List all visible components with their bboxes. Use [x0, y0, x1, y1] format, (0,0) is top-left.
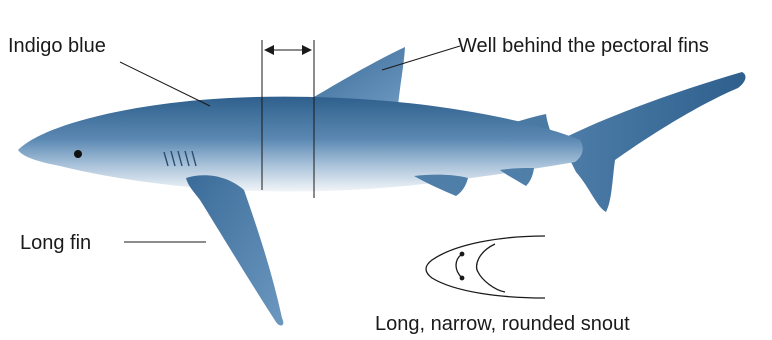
anal-fin [500, 168, 534, 186]
label-indigo-blue: Indigo blue [8, 36, 106, 56]
pelvic-fin [414, 175, 468, 196]
caudal-fin [560, 72, 745, 212]
dorsal-fin [312, 47, 405, 106]
label-long-fin: Long fin [20, 233, 91, 253]
label-dorsal-position: Well behind the pectoral fins [458, 36, 709, 56]
measure-arrowhead-right [302, 45, 312, 55]
label-snout: Long, narrow, rounded snout [375, 314, 630, 334]
snout-detail [426, 236, 545, 298]
shark-body [18, 97, 583, 192]
pectoral-fin [186, 175, 283, 325]
eye [74, 150, 82, 158]
indigo-blue-leader [120, 62, 210, 106]
measure-arrowhead-left [264, 45, 274, 55]
